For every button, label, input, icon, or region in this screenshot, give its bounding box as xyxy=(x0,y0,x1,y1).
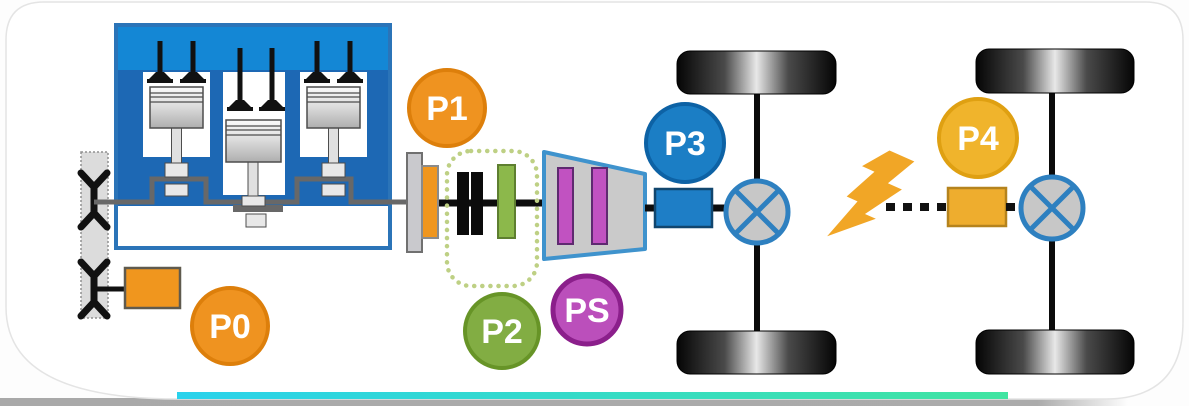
p2-dotted-outline xyxy=(444,148,540,289)
clutch-plate-1 xyxy=(457,172,469,235)
bottom-edge-strip xyxy=(0,398,1128,406)
badge-p3-label: P3 xyxy=(664,125,706,163)
p0-motor-box xyxy=(123,266,182,310)
badge-p0-circle xyxy=(190,286,270,366)
rear-drive-group xyxy=(827,48,1135,375)
badge-p1-label: P1 xyxy=(426,90,468,128)
badge-p4-label: P4 xyxy=(957,120,999,158)
badge-ps-circle xyxy=(550,273,624,347)
progress-bar xyxy=(177,392,1008,399)
p3-motor-box xyxy=(653,187,714,229)
front-wheel-top xyxy=(676,50,837,95)
flywheel xyxy=(406,152,423,253)
badge-p2-circle xyxy=(463,292,541,370)
badge-p4-circle xyxy=(937,97,1019,179)
p2-motor-bar xyxy=(497,164,516,239)
valves xyxy=(147,41,363,111)
p4-motor-box xyxy=(946,186,1008,228)
rear-wheel-bottom xyxy=(975,329,1135,375)
badge-ps: PS xyxy=(550,273,624,347)
transaxle-group xyxy=(406,148,728,289)
badge-ps-label: PS xyxy=(564,292,609,330)
badge-p1: P1 xyxy=(407,68,487,148)
pistons xyxy=(149,86,361,228)
badge-p2: P2 xyxy=(463,292,541,370)
badge-p4: P4 xyxy=(937,97,1019,179)
front-wheel-bottom xyxy=(676,330,837,375)
badge-p3-circle xyxy=(644,102,726,184)
badge-p0: P0 xyxy=(190,286,270,366)
badge-p0-label: P0 xyxy=(209,308,251,346)
ps-motor-bar-2 xyxy=(591,167,608,245)
front-differential-cross-icon xyxy=(733,188,781,236)
engine xyxy=(94,23,407,250)
badge-p2-label: P2 xyxy=(481,313,523,351)
crank-throw-bar xyxy=(233,205,283,212)
rear-wheel-top xyxy=(975,48,1135,94)
badge-p1-circle xyxy=(407,68,487,148)
lightning-bolt-icon xyxy=(827,150,915,237)
front-axle xyxy=(676,50,837,375)
engine-head xyxy=(118,27,388,70)
belt-drive xyxy=(77,151,182,320)
rear-differential-cross-icon xyxy=(1028,184,1076,232)
clutch-plate-2 xyxy=(471,172,483,235)
ps-motor-bar-1 xyxy=(557,167,574,245)
p1-motor-bar xyxy=(421,165,439,239)
badge-p3: P3 xyxy=(644,102,726,184)
